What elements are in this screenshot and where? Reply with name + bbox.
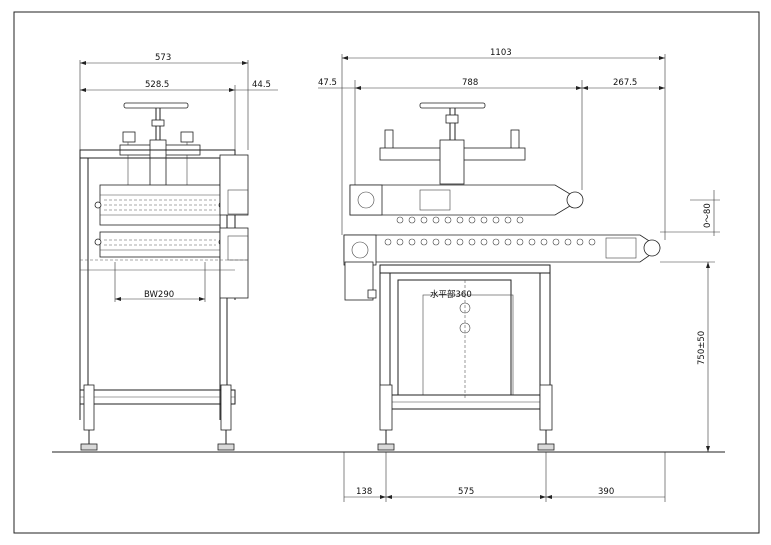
dim-bottom-center: 575 [458, 487, 474, 497]
dim-bottom-left: 138 [356, 487, 372, 497]
upper-rollers [396, 216, 524, 224]
dim-front-total: 573 [155, 53, 171, 63]
dim-front-side: 44.5 [252, 80, 271, 90]
dim-side-total: 1103 [490, 48, 512, 58]
lower-rollers [384, 238, 596, 246]
dim-side-right: 267.5 [613, 78, 637, 88]
side-view: 1103 47.5 788 267.5 [318, 48, 720, 502]
dim-table-height: 750±50 [697, 331, 707, 365]
label-horizontal-section: 水平部360 [430, 289, 472, 300]
dim-front-inner: 528.5 [145, 80, 169, 90]
dim-height-adjust: 0～80 [703, 203, 713, 228]
sheet-border [13, 11, 760, 534]
dim-bottom-right: 390 [598, 487, 614, 497]
dim-belt-width: BW290 [144, 290, 174, 300]
dim-side-main: 788 [462, 78, 478, 88]
front-view: 573 528.5 44.5 [79, 53, 278, 451]
dim-side-left: 47.5 [318, 78, 337, 88]
